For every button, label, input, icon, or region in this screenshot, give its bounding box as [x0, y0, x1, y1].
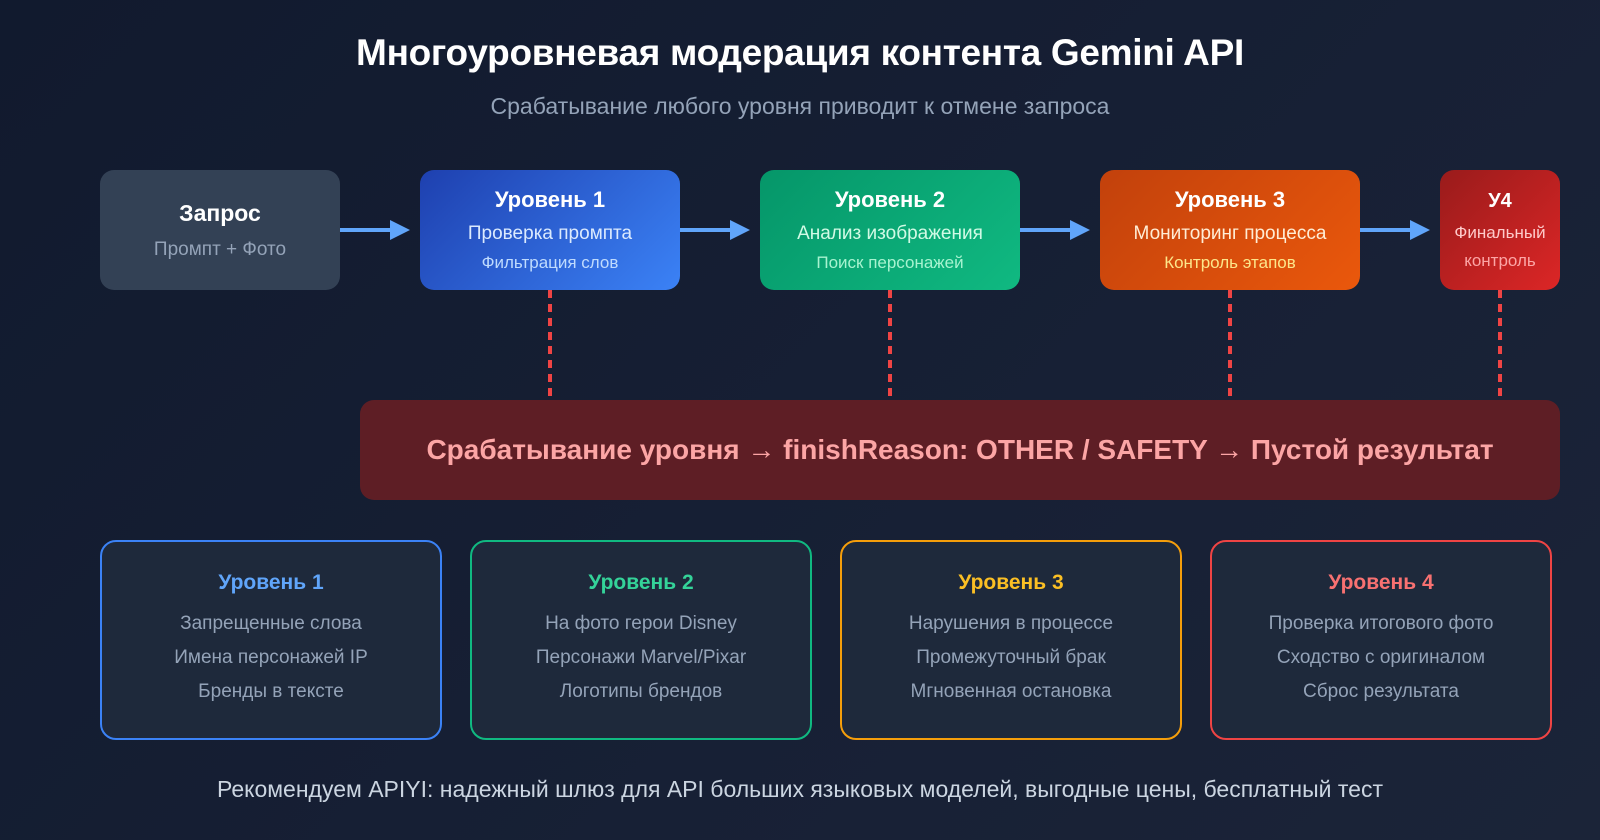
card-item: Бренды в тексте	[198, 681, 344, 702]
arrow-right-icon	[1020, 220, 1090, 240]
level-4-connector	[1498, 290, 1502, 400]
page-subtitle: Срабатывание любого уровня приводит к от…	[490, 93, 1110, 119]
level-1-detail: Фильтрация слов	[481, 253, 619, 272]
level-3-card: Уровень 3 Нарушения в процессе Промежуто…	[840, 540, 1182, 740]
card-item: Запрещенные слова	[180, 613, 362, 634]
level-2-desc: Анализ изображения	[797, 223, 983, 244]
card-item: Логотипы брендов	[559, 681, 723, 702]
arrow-right-icon	[340, 220, 410, 240]
level-3-detail: Контроль этапов	[1164, 253, 1296, 272]
card-title: Уровень 4	[1328, 571, 1434, 594]
arrow-right-icon	[680, 220, 750, 240]
level-4-title: У4	[1488, 189, 1512, 212]
level-2-detail: Поиск персонажей	[816, 253, 964, 272]
card-title: Уровень 2	[588, 571, 694, 594]
card-item: Нарушения в процессе	[908, 613, 1114, 634]
level-1-title: Уровень 1	[494, 187, 606, 212]
card-title: Уровень 3	[958, 571, 1064, 594]
level-3-title: Уровень 3	[1174, 187, 1286, 212]
arrow-right-icon	[1360, 220, 1430, 240]
level-4-node: У4 Финальный контроль	[1440, 170, 1560, 290]
request-node: Запрос Промпт + Фото	[100, 170, 340, 290]
level-3-connector	[1228, 290, 1232, 400]
level-4-desc: Финальный	[1454, 222, 1546, 242]
trigger-banner: Срабатывание уровня → finishReason: OTHE…	[360, 400, 1560, 500]
level-4-card: Уровень 4 Проверка итогового фото Сходст…	[1210, 540, 1552, 740]
request-title: Запрос	[179, 199, 261, 226]
card-item: Проверка итогового фото	[1268, 613, 1494, 634]
level-4-detail: контроль	[1464, 250, 1536, 270]
level-2-card: Уровень 2 На фото герои Disney Персонажи…	[470, 540, 812, 740]
card-title: Уровень 1	[218, 571, 324, 594]
level-3-desc: Мониторинг процесса	[1133, 223, 1327, 244]
level-1-connector	[548, 290, 552, 400]
card-item: Мгновенная остановка	[910, 681, 1112, 702]
level-2-connector	[888, 290, 892, 400]
level-1-node: Уровень 1 Проверка промпта Фильтрация сл…	[420, 170, 680, 290]
level-2-title: Уровень 2	[834, 187, 946, 212]
trigger-text: Срабатывание уровня → finishReason: OTHE…	[426, 434, 1494, 465]
card-item: Имена персонажей IP	[174, 647, 368, 668]
footer-note: Рекомендуем APIYI: надежный шлюз для API…	[217, 776, 1383, 802]
page-title: Многоуровневая модерация контента Gemini…	[356, 32, 1244, 73]
card-item: Персонажи Marvel/Pixar	[535, 647, 747, 668]
level-1-card: Уровень 1 Запрещенные слова Имена персон…	[100, 540, 442, 740]
card-item: На фото герои Disney	[545, 613, 737, 634]
card-item: Промежуточный брак	[916, 647, 1106, 668]
level-2-node: Уровень 2 Анализ изображения Поиск персо…	[760, 170, 1020, 290]
card-item: Сходство с оригиналом	[1276, 647, 1486, 668]
level-1-desc: Проверка промпта	[467, 223, 633, 244]
level-3-node: Уровень 3 Мониторинг процесса Контроль э…	[1100, 170, 1360, 290]
card-item: Сброс результата	[1302, 681, 1459, 702]
request-detail: Промпт + Фото	[153, 238, 287, 260]
